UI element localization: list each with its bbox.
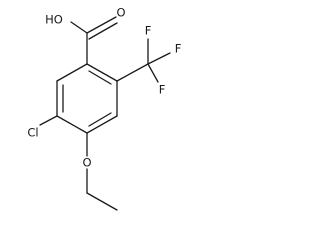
fluorine-top-label: F — [145, 24, 152, 38]
trifluoromethyl-group — [116, 38, 171, 83]
ring-double-bond-1 — [88, 70, 112, 85]
ring-bond-6 — [56, 63, 88, 82]
molecule-drawing: HO O Cl O F F F — [27, 6, 182, 211]
fluorine-lower-label: F — [159, 83, 166, 97]
carbonyl-oxygen-label: O — [116, 6, 125, 20]
ring-bond-1 — [86, 63, 118, 82]
cf-bond-lower — [147, 63, 159, 83]
chlorine-label: Cl — [27, 126, 38, 140]
substituents — [39, 115, 118, 211]
carboxyl-group — [70, 16, 118, 65]
benzene-ring — [56, 63, 118, 134]
ring-double-bond-2 — [88, 112, 112, 127]
ring-bond-4 — [56, 115, 88, 134]
fluorine-right-label: F — [175, 42, 182, 56]
chloro-bond — [39, 115, 58, 126]
hydroxyl-label: HO — [45, 13, 63, 27]
ring-bond-3 — [86, 115, 118, 134]
ethyl-bond-2 — [86, 192, 118, 211]
cf-bond-right — [147, 52, 171, 65]
ether-oxygen-label: O — [82, 156, 91, 170]
carbonyl-double-bond-a — [86, 16, 117, 34]
structure-diagram: HO O Cl O F F F — [27, 6, 182, 211]
hydroxyl-bond — [70, 21, 88, 34]
carbonyl-double-bond-b — [88, 22, 118, 40]
cf3-bond — [116, 63, 149, 82]
